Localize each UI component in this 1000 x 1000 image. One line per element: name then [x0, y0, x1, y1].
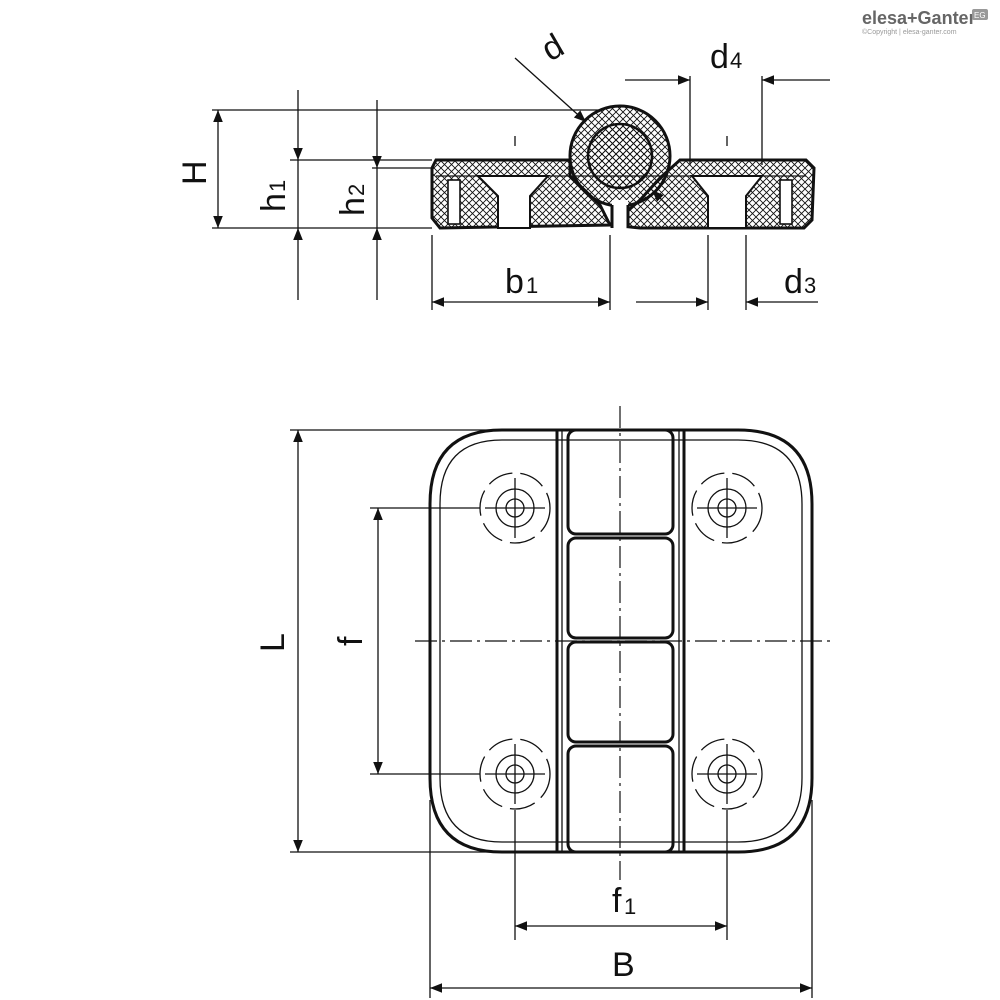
top-view	[290, 406, 830, 998]
knuckle-segment-4	[566, 744, 675, 854]
brand-name: elesa+Ganter	[862, 8, 976, 28]
right-slot	[779, 179, 793, 225]
label-d: d	[535, 27, 570, 69]
brand-badge: EG	[974, 11, 986, 20]
label-L: L	[254, 633, 292, 652]
hole-bottom-right	[691, 738, 763, 810]
svg-text:4: 4	[730, 48, 742, 73]
brand-copyright: ©Copyright | elesa-ganter.com	[862, 28, 957, 36]
knuckle-gap	[612, 200, 628, 228]
hinge-inner-outline	[439, 439, 803, 843]
svg-text:1: 1	[265, 180, 290, 192]
label-h2: h 2	[334, 184, 372, 216]
svg-text:1: 1	[526, 273, 538, 298]
knuckle-segment-1	[566, 428, 675, 536]
svg-text:2: 2	[344, 184, 369, 196]
svg-text:d: d	[710, 38, 729, 76]
label-d3: d 3	[784, 263, 816, 301]
svg-text:d: d	[784, 263, 803, 301]
label-B: B	[612, 946, 635, 984]
hole-bottom-left	[479, 738, 551, 810]
side-view-section	[212, 57, 830, 310]
svg-text:h: h	[334, 197, 372, 216]
svg-text:3: 3	[804, 273, 816, 298]
pin-section	[586, 122, 654, 190]
svg-text:b: b	[505, 263, 524, 301]
brand-badge-icon	[972, 9, 988, 20]
svg-text:1: 1	[624, 894, 636, 919]
svg-text:h: h	[255, 193, 293, 212]
label-H: H	[176, 160, 214, 185]
label-b1: b 1	[505, 263, 538, 301]
hole-top-left	[479, 472, 551, 544]
svg-text:f: f	[612, 882, 622, 920]
label-f1: f 1	[612, 882, 636, 920]
left-slot	[447, 179, 461, 225]
label-f: f	[332, 636, 370, 646]
hole-top-right	[691, 472, 763, 544]
dim-d-leader	[514, 57, 587, 123]
label-d4: d 4	[710, 38, 742, 76]
brand-logo: elesa+Ganter EG ©Copyright | elesa-gante…	[862, 8, 988, 36]
label-h1: h 1	[255, 180, 293, 212]
hinge-outline	[428, 428, 814, 854]
